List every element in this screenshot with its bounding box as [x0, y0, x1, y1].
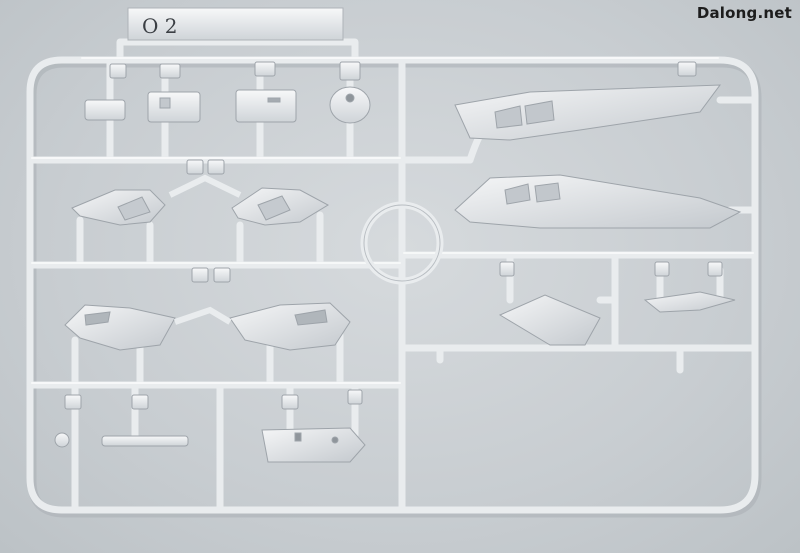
parts-row-1 [84, 61, 371, 124]
part-arm-slot [84, 311, 111, 326]
part-fin [498, 294, 601, 346]
part-housing [235, 89, 297, 123]
runner-ring-edge [363, 204, 441, 282]
part-arm-left [64, 304, 176, 351]
part-arm-slot [294, 309, 328, 326]
part-blade-upper [454, 84, 722, 141]
gate-tab [191, 267, 209, 283]
sprue-tag-label: O 2 [142, 14, 177, 38]
gate-tab [707, 261, 723, 277]
gate-tab [254, 61, 276, 77]
part-blade-vent [524, 100, 555, 125]
part-arm-right [229, 302, 351, 351]
gate-tab [339, 61, 361, 81]
part-small-fin [643, 291, 736, 313]
part-joint [54, 432, 70, 448]
parts-blades [454, 61, 742, 229]
runner-highlight [31, 57, 754, 384]
part-round-cap [329, 86, 371, 124]
part-hole [345, 93, 355, 103]
gate-tab [347, 389, 363, 405]
gate-tab [109, 63, 127, 79]
gate-tab [131, 394, 149, 410]
part-socket [294, 432, 302, 442]
parts-row-2 [71, 159, 330, 226]
part-hole [331, 436, 339, 444]
gate-tab [186, 159, 204, 175]
parts-right-lower [498, 261, 736, 346]
gate-tab [654, 261, 670, 277]
part-blade-vent [494, 105, 523, 129]
gate-tab [159, 63, 181, 79]
part-wing-panel [257, 195, 291, 221]
parts-row-3 [64, 267, 351, 351]
part-small-block [84, 99, 126, 121]
part-bracket [147, 91, 201, 123]
gate-tab [64, 394, 82, 410]
part-block-housing [261, 427, 366, 463]
part-blade-lower [454, 174, 742, 229]
watermark: Dalong.net [696, 4, 792, 22]
part-rod [101, 435, 189, 447]
runner-branch [168, 174, 242, 198]
gate-tab [677, 61, 697, 77]
part-wing-panel [117, 196, 151, 221]
gate-tab [213, 267, 231, 283]
gate-tab [281, 394, 299, 410]
sprue-tag: O 2 [127, 7, 344, 41]
part-blade-vent [534, 182, 561, 203]
gate-tab [499, 261, 515, 277]
part-blade-vent [504, 183, 531, 205]
parts-row-4 [54, 389, 366, 463]
gate-tab [207, 159, 225, 175]
part-socket [159, 97, 171, 109]
part-slot [267, 97, 281, 103]
runner-branch [174, 306, 232, 325]
